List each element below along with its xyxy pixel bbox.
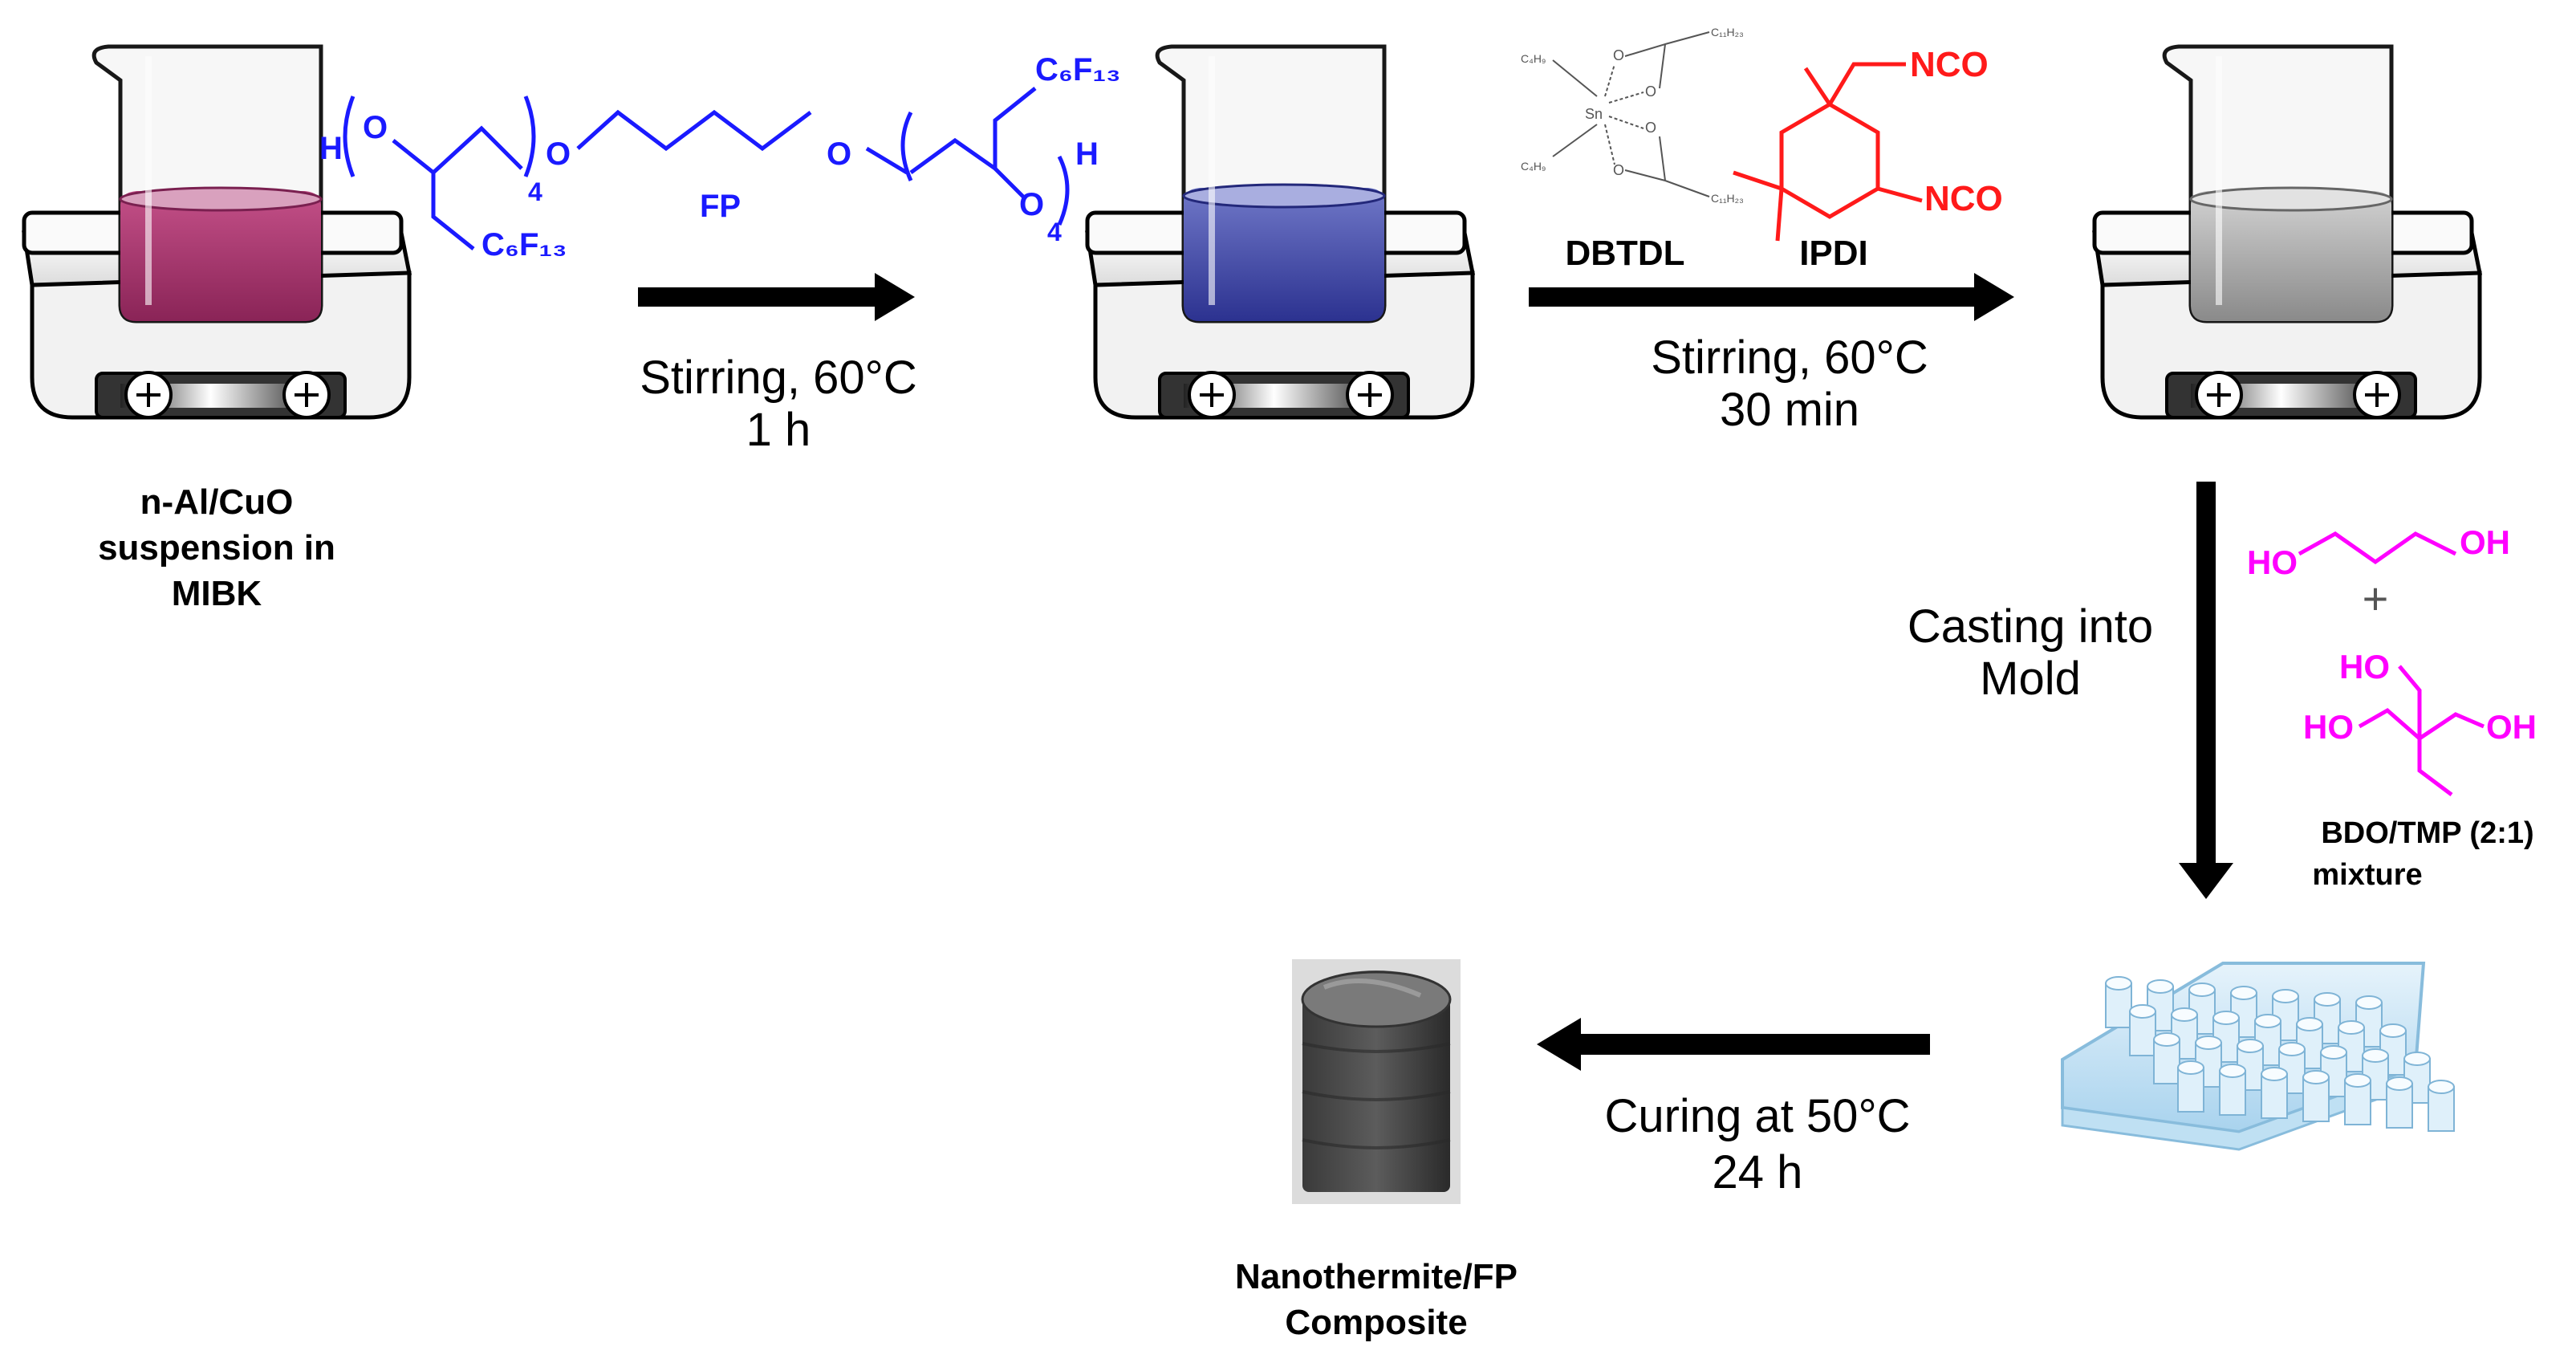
- arrow1-condition-2: 1 h: [746, 404, 811, 456]
- fp-o1: O: [363, 110, 388, 145]
- dbtdl-c4h9-bottom: C₄H₉: [1521, 160, 1546, 173]
- fp-c6f13-right: C₆F₁₃: [1035, 52, 1121, 87]
- mold-well: [2344, 1073, 2371, 1125]
- fp-o2: O: [546, 136, 571, 172]
- fp-molecule: H O 4 O C₆F₁₃ FP O O 4 H C₆F₁₃: [319, 52, 1121, 262]
- dbtdl-label: DBTDL: [1565, 234, 1684, 273]
- bdo-tmp-caption-2: mixture: [2312, 858, 2422, 892]
- composite-sample: [1292, 959, 1461, 1204]
- mold-well: [2428, 1080, 2455, 1132]
- dbtdl-o-b: O: [1645, 83, 1656, 100]
- fp-h-left: H: [319, 131, 343, 166]
- bdo-ho: HO: [2247, 543, 2298, 581]
- fp-sub4-right: 4: [1047, 218, 1062, 246]
- mold-well: [2129, 1004, 2156, 1056]
- arrow3-condition-1: Casting into: [1908, 600, 2153, 653]
- tmp-structure: HO HO OH: [2303, 648, 2537, 796]
- fp-o4: O: [1019, 187, 1044, 222]
- arrow-4: [1537, 1018, 1930, 1071]
- mold-well: [2261, 1067, 2288, 1119]
- arrow2-condition-1: Stirring, 60°C: [1651, 332, 1928, 384]
- blue-mixture: [1184, 188, 1384, 321]
- tmp-ho-top: HO: [2339, 648, 2390, 686]
- bdo-structure: HO OH: [2247, 523, 2510, 581]
- fp-c6f13-left: C₆F₁₃: [481, 227, 567, 262]
- dbtdl-c11h23-top: C₁₁H₂₃: [1711, 26, 1744, 39]
- dbtdl-structure: C₄H₉ Sn C₄H₉ O O O O C₁₁H₂₃ C₁₁H₂₃: [1521, 26, 1744, 205]
- mold-well: [2302, 1070, 2330, 1122]
- step1-caption-2: suspension in: [98, 528, 335, 568]
- plus-sign: +: [2363, 573, 2389, 624]
- beaker-1: [91, 44, 323, 323]
- beaker-3: [2162, 44, 2394, 323]
- grey-mixture: [2191, 191, 2391, 321]
- arrow2-condition-2: 30 min: [1720, 384, 1859, 436]
- bdo-oh: OH: [2460, 523, 2510, 561]
- arrow-3: [2179, 482, 2233, 899]
- ipdi-nco-top: NCO: [1910, 45, 1989, 84]
- fp-o3: O: [827, 136, 851, 172]
- ipdi-structure: NCO NCO: [1733, 45, 2003, 242]
- arrow-1: [638, 273, 915, 321]
- dbtdl-sn: Sn: [1585, 106, 1603, 122]
- pink-suspension: [120, 191, 321, 321]
- arrow-2: [1529, 273, 2014, 321]
- dbtdl-c11h23-bottom: C₁₁H₂₃: [1711, 192, 1744, 205]
- tmp-oh-right: OH: [2486, 708, 2537, 746]
- arrow4-condition-2: 24 h: [1713, 1146, 1803, 1198]
- mold-well: [2153, 1032, 2180, 1084]
- tmp-ho-left: HO: [2303, 708, 2354, 746]
- dbtdl-o-d: O: [1613, 162, 1624, 178]
- dbtdl-c4h9-top: C₄H₉: [1521, 52, 1546, 65]
- arrow3-condition-2: Mold: [1980, 653, 2081, 705]
- mold-well: [2177, 1060, 2204, 1113]
- product-caption-1: Nanothermite/FP: [1235, 1257, 1518, 1296]
- arrow4-condition-1: Curing at 50°C: [1604, 1090, 1910, 1142]
- step1-caption-3: MIBK: [172, 574, 262, 613]
- product-caption-2: Composite: [1285, 1303, 1467, 1342]
- mold-well: [2105, 976, 2132, 1028]
- fp-label: FP: [700, 189, 741, 224]
- arrow1-condition-1: Stirring, 60°C: [640, 352, 917, 404]
- step1-caption-1: n-Al/CuO: [140, 482, 294, 522]
- mold: [2061, 962, 2455, 1151]
- ipdi-nco-bottom: NCO: [1924, 179, 2003, 218]
- fp-h-right: H: [1075, 136, 1099, 172]
- bdo-tmp-caption-1: BDO/TMP (2:1): [2321, 816, 2533, 850]
- mold-well: [2219, 1064, 2246, 1116]
- mold-well: [2386, 1076, 2413, 1129]
- beaker-2: [1155, 44, 1387, 323]
- dbtdl-o-a: O: [1613, 47, 1624, 63]
- dbtdl-o-c: O: [1645, 120, 1656, 136]
- fp-sub4-left: 4: [528, 177, 542, 206]
- ipdi-label: IPDI: [1799, 234, 1868, 273]
